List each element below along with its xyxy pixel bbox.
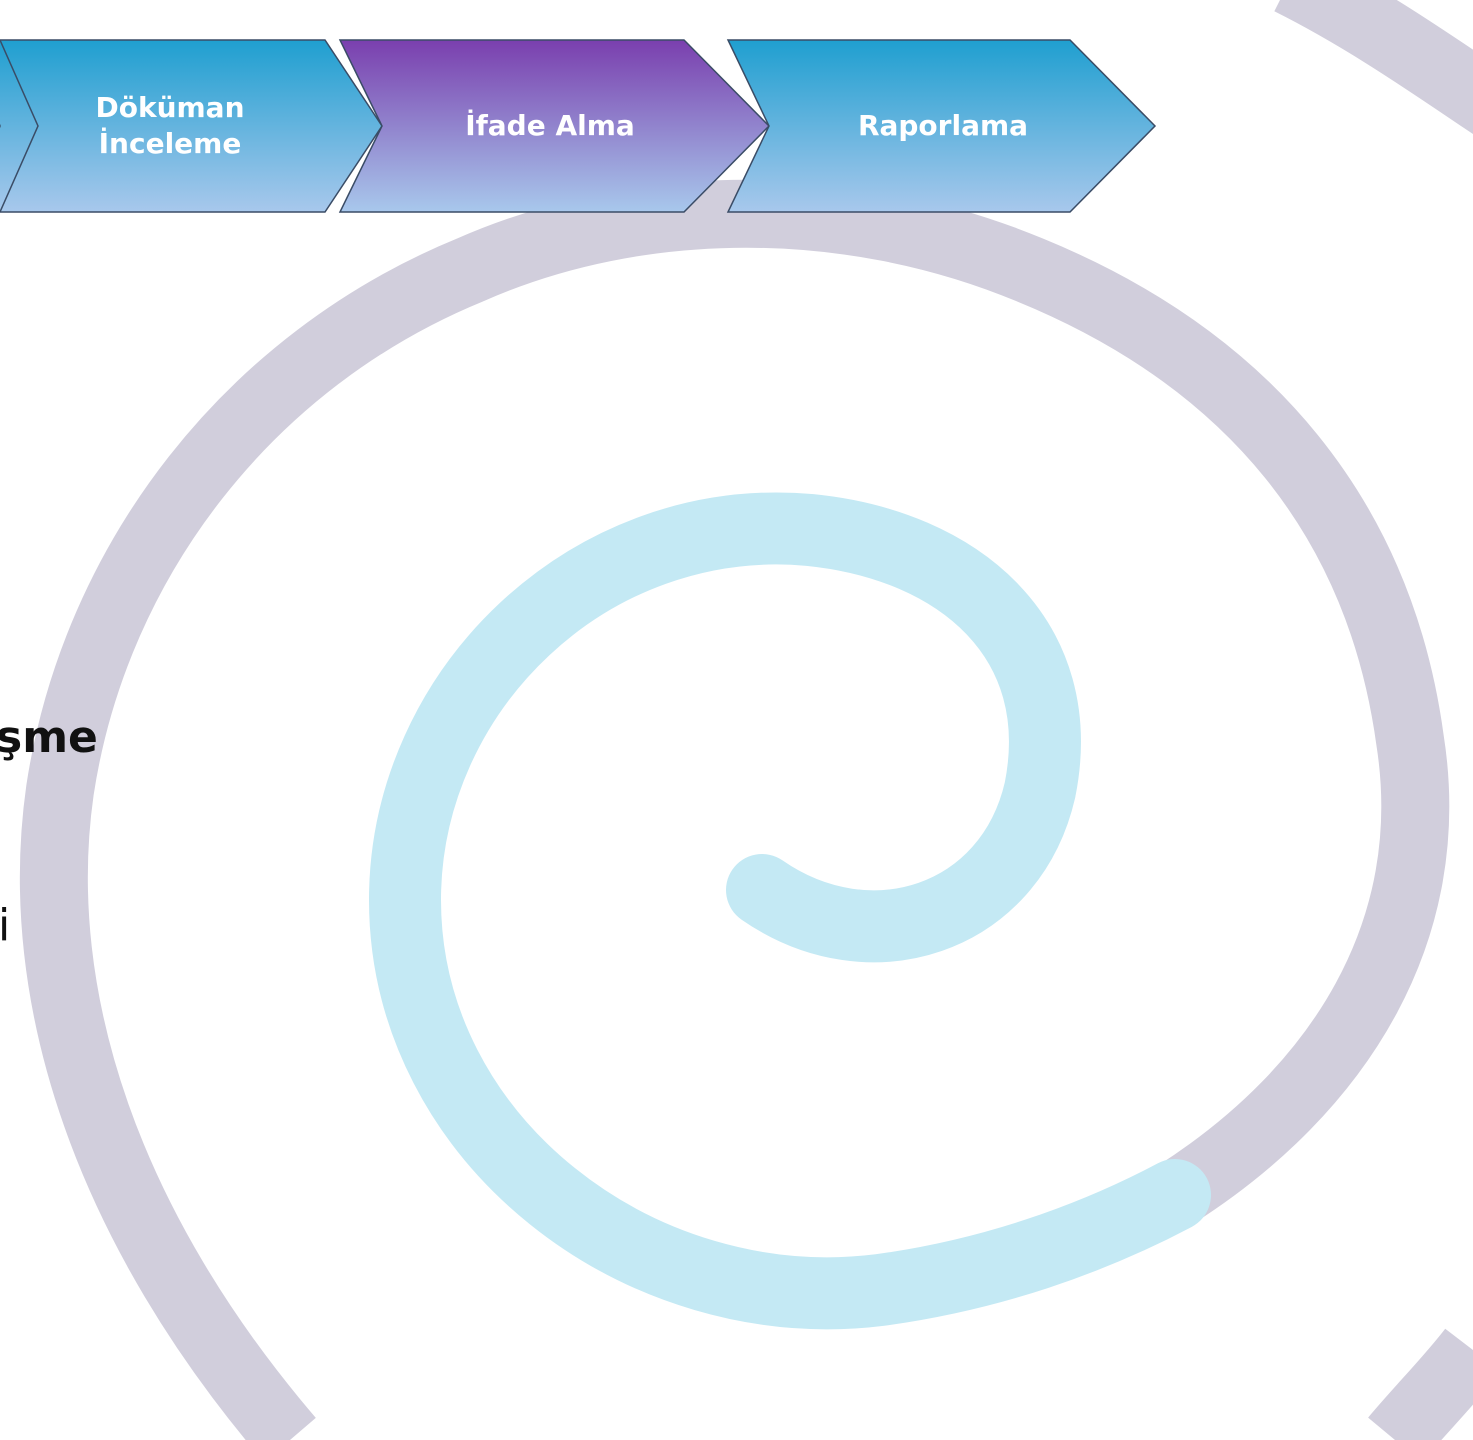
step-label-document-review: Döküman İnceleme	[95, 91, 245, 160]
inner-spiral	[368, 492, 1211, 1330]
step-label-statement-taking: İfade Alma	[465, 109, 635, 142]
heading-fragment: şme	[0, 712, 98, 763]
chevron-step-3[interactable]	[726, 39, 1157, 213]
chevron-step-0-edge	[0, 39, 39, 213]
outer-spiral-top-arc	[1274, 0, 1473, 135]
chevron-step-2[interactable]	[338, 39, 771, 213]
body-text-fragment: i	[0, 900, 11, 951]
outer-spiral-bottom-right	[1368, 1328, 1473, 1440]
outer-spiral-band	[19, 179, 1450, 1440]
chevron-step-1[interactable]	[0, 39, 383, 213]
step-label-reporting: Raporlama	[857, 109, 1029, 142]
